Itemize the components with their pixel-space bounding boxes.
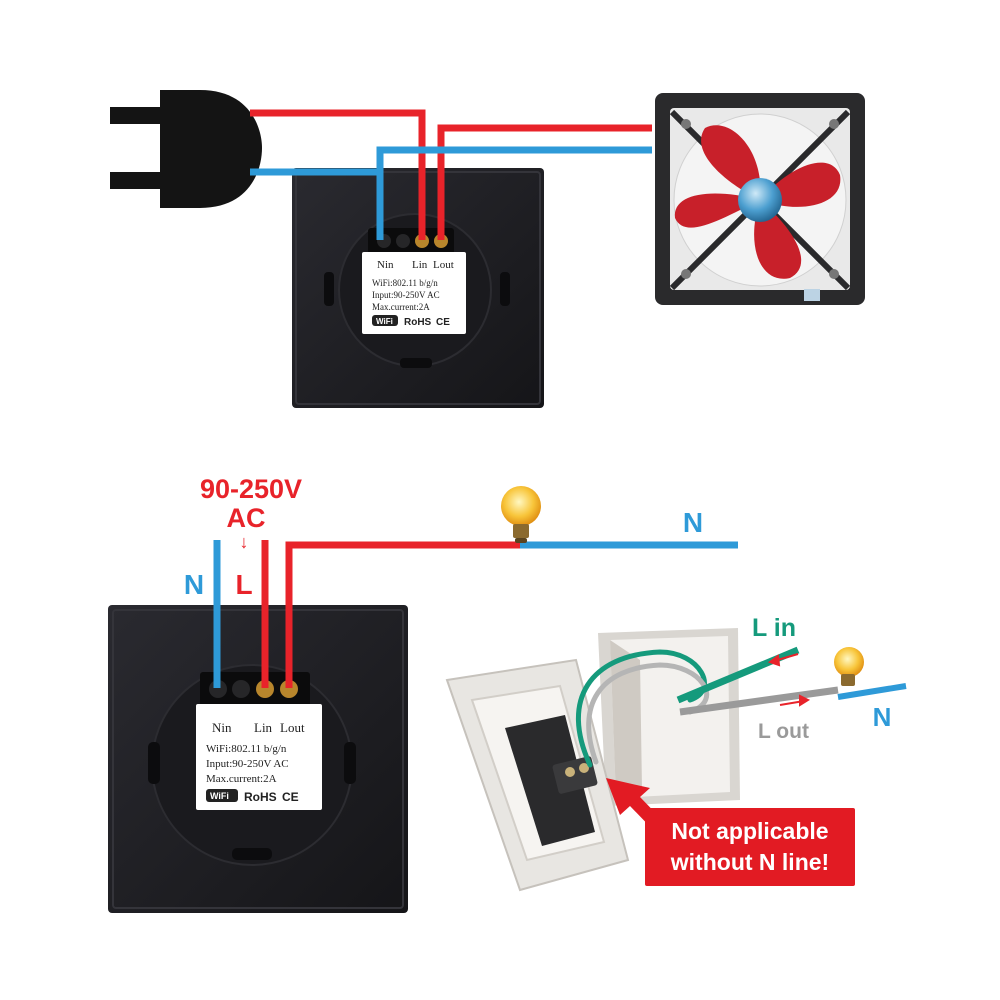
voltage-label-line2: AC — [227, 503, 266, 533]
top-spec-wifi: WiFi:802.11 b/g/n — [372, 278, 438, 288]
bottom-ce-mark: CE — [282, 790, 299, 804]
photo-neutral-label: N — [873, 702, 892, 732]
top-ce-mark: CE — [436, 317, 450, 328]
exhaust-fan-icon — [655, 93, 865, 305]
live-label: L — [235, 569, 252, 600]
warning-text-line1: Not applicable — [671, 818, 828, 844]
l-in-arrow-icon — [767, 653, 799, 667]
bottom-switch-panel — [108, 605, 408, 913]
top-neutral-wire — [250, 146, 652, 240]
l-out-arrow-icon — [779, 694, 811, 707]
top-wifi-badge-icon: WiFi — [372, 315, 398, 326]
l-out-label: L out — [758, 720, 809, 743]
top-terminal-lout: Lout — [433, 259, 454, 271]
top-live-wire — [250, 109, 652, 240]
wall-box-photo — [445, 628, 740, 892]
l-out-wire — [679, 686, 839, 716]
voltage-label-line1: 90-250V — [200, 474, 302, 504]
bottom-wifi-badge-label: WiFi — [210, 791, 229, 801]
bottom-terminal-lin: Lin — [254, 720, 273, 735]
top-terminal-nin: Nin — [377, 259, 394, 271]
bottom-spec-current: Max.current:2A — [206, 773, 277, 785]
neutral-label-left: N — [184, 569, 204, 600]
photo-wires — [576, 649, 710, 768]
top-spec-current: Max.current:2A — [372, 302, 430, 312]
top-terminal-lin: Lin — [412, 259, 428, 271]
bottom-terminal-nin: Nin — [212, 720, 232, 735]
light-bulb-icon — [501, 486, 541, 543]
small-light-bulb-icon — [834, 647, 864, 686]
bottom-spec-input: Input:90-250V AC — [206, 758, 289, 770]
bottom-terminal-lout: Lout — [280, 720, 305, 735]
bottom-live-wire — [261, 540, 520, 688]
voltage-arrow-icon: ↓ — [240, 532, 249, 552]
l-in-label: L in — [752, 614, 796, 642]
warning-text-line2: without N line! — [670, 849, 829, 875]
top-rohs-badge: RoHS — [404, 317, 432, 328]
bottom-rohs-badge: RoHS — [244, 790, 277, 804]
bottom-neutral-wire — [213, 540, 738, 688]
neutral-label-right: N — [683, 507, 703, 538]
warning-box — [645, 808, 855, 886]
top-wifi-badge-label: WiFi — [376, 317, 393, 326]
bottom-spec-wifi: WiFi:802.11 b/g/n — [206, 743, 287, 755]
power-plug-icon — [110, 90, 262, 208]
top-spec-input: Input:90-250V AC — [372, 290, 440, 300]
top-switch-panel — [292, 168, 544, 408]
photo-neutral-wire — [837, 683, 907, 700]
bottom-wifi-badge-icon: WiFi — [206, 789, 238, 802]
